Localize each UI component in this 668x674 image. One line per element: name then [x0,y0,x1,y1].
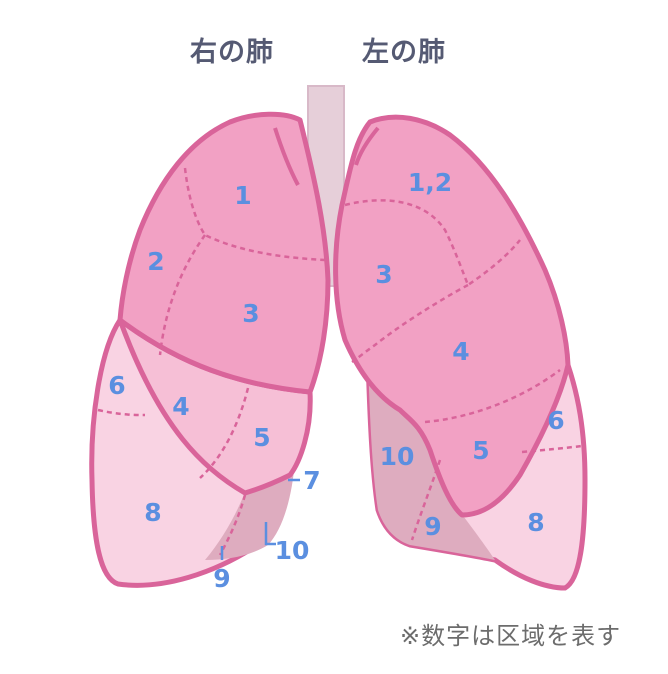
right-segment-6-label: 6 [108,371,125,400]
left-segment-6-label: 6 [547,406,564,435]
right-segment-1-label: 1 [234,181,251,210]
right-apex-notch [273,127,300,186]
right-segment-lines [97,167,326,556]
left-segment-4-label: 4 [452,337,469,366]
left-segment-9-label: 9 [424,512,441,541]
footnote: ※数字は区域を表す [400,622,622,650]
left-segment-5-label: 5 [472,436,489,465]
left-upper-lobe [333,114,571,518]
right-segment-8-label: 8 [144,498,161,527]
right-segment-4-label: 4 [172,392,189,421]
right-segment-3-label: 3 [242,299,259,328]
left-lung-title: 左の肺 [362,37,446,68]
right-segment-7-label: 7 [303,466,320,495]
right-segment-5-label: 5 [253,423,270,452]
right-segment-10-label: 10 [275,536,310,565]
right-segment-9-label: 9 [213,564,230,593]
right-leader-lines [220,478,300,560]
right-lung-title: 右の肺 [190,37,274,68]
left-segment-1-2-label: 1,2 [408,168,452,197]
left-segment-3-label: 3 [375,260,392,289]
right-segment-2-label: 2 [147,247,164,276]
left-segment-lines [344,199,583,541]
left-apex-notch [354,126,380,166]
right-upper-lobe [117,111,331,395]
left-segment-10-label: 10 [380,442,415,471]
left-segment-8-label: 8 [527,508,544,537]
